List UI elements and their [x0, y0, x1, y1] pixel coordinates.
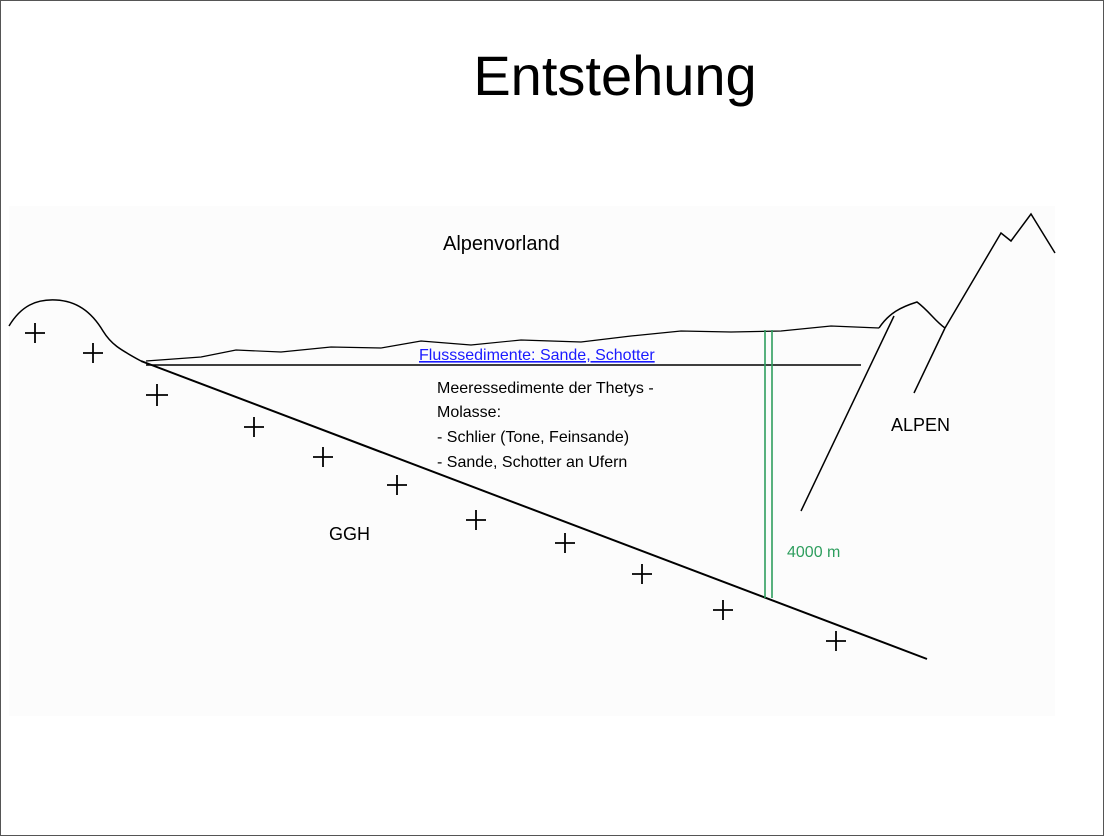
left-hill-outline: [8, 299, 142, 362]
region-label: Alpenvorland: [443, 233, 560, 255]
cross-symbol: [713, 600, 733, 620]
alps-front-outline: [878, 301, 946, 329]
cross-symbol: [83, 343, 103, 363]
land-surface-line: [145, 325, 880, 362]
marine-sediments-item-2: - Sande, Schotter an Ufern: [437, 454, 627, 471]
basement-slope-line: [140, 360, 928, 660]
mountains-label: ALPEN: [891, 415, 950, 435]
cross-symbol: [146, 384, 168, 406]
depth-label: 4000 m: [787, 544, 840, 561]
alps-thrust-line-2: [913, 327, 946, 394]
basement-label: GGH: [329, 524, 370, 544]
marine-sediments-sub: Molasse:: [437, 404, 501, 421]
cross-symbol: [826, 631, 846, 651]
marine-sediments-item-1: - Schlier (Tone, Feinsande): [437, 429, 629, 446]
alps-mountain-peaks: [944, 212, 1056, 329]
alps-thrust-line-1: [800, 315, 895, 512]
marine-sediments-heading: Meeressedimente der Thetys -: [437, 380, 654, 397]
slide-title: Entstehung: [473, 44, 757, 107]
cross-symbol: [466, 510, 486, 530]
river-sediments-label: Flusssedimente: Sande, Schotter: [419, 347, 655, 364]
cross-symbol: [632, 564, 652, 584]
cross-symbol: [244, 417, 264, 437]
cross-symbol: [313, 447, 333, 467]
geology-cross-section: [9, 206, 1055, 716]
basement-cross-symbols: [25, 323, 846, 651]
cross-symbol: [387, 475, 407, 495]
cross-symbol: [555, 533, 575, 553]
cross-symbol: [25, 323, 45, 343]
